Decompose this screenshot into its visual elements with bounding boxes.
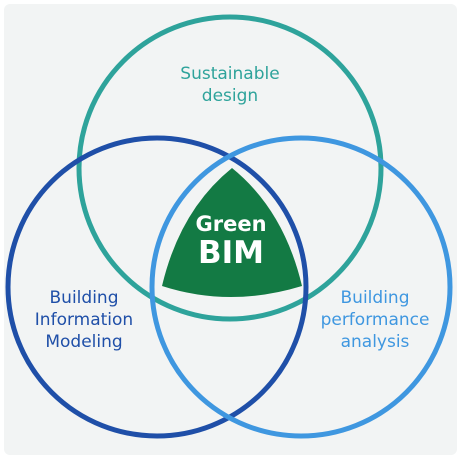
bim-label: Building Information Modeling [34,288,134,352]
sustainable-design-label: Sustainable design [180,64,280,106]
green-bim-line1: Green [195,212,267,236]
green-bim-line2: BIM [197,235,264,271]
sustainable-design-circle [76,14,384,322]
green-bim-label: Green BIM [172,212,290,270]
building-performance-label: Building performance analysis [320,288,430,352]
center-intersection-region [162,168,302,297]
bim-circle [5,135,309,439]
building-performance-circle [149,135,453,439]
